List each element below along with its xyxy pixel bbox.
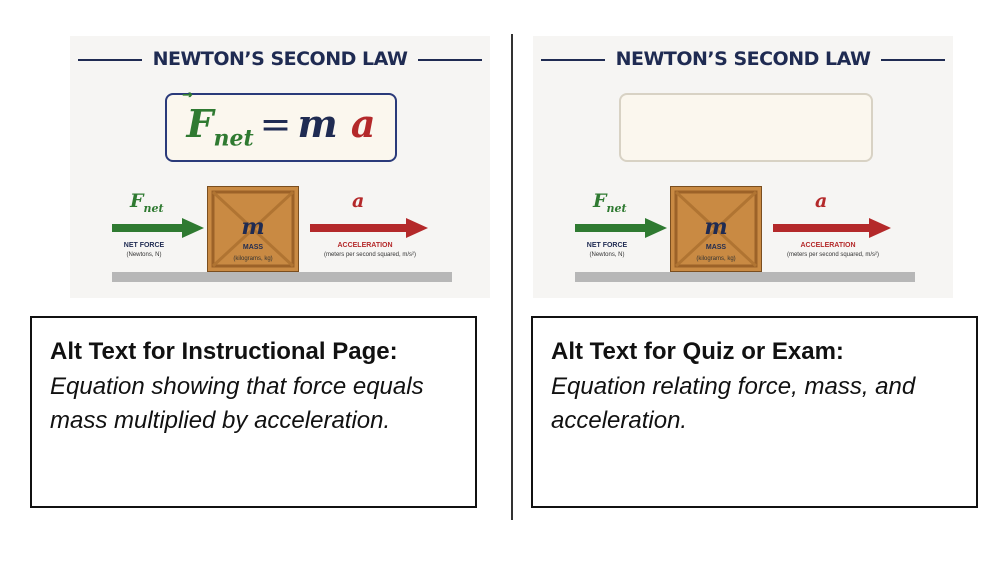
equation-mass: m bbox=[297, 101, 338, 146]
ground bbox=[575, 272, 915, 282]
alt-text-body: Equation relating force, mass, and accel… bbox=[551, 373, 916, 434]
alt-text-box-quiz: Alt Text for Quiz or Exam: Equation rela… bbox=[531, 316, 978, 508]
mass-units: (kilograms, kg) bbox=[233, 256, 273, 262]
illustration-title: NEWTON’S SECOND LAW bbox=[152, 48, 408, 70]
acceleration-units: (meters per second squared, m/s²) bbox=[323, 252, 417, 258]
alt-text-heading: Alt Text for Instructional Page: bbox=[50, 338, 398, 365]
mass-symbol: m bbox=[704, 214, 728, 240]
diagram-acceleration-symbol: a bbox=[815, 190, 828, 212]
title-rule-left bbox=[78, 59, 142, 61]
diagram-acceleration-symbol: a bbox=[352, 190, 365, 212]
alt-text-heading: Alt Text for Quiz or Exam: bbox=[551, 338, 844, 365]
acceleration-units: (meters per second squared, m/s²) bbox=[786, 252, 880, 258]
force-arrow-icon bbox=[575, 218, 667, 238]
title-rule-left bbox=[541, 59, 605, 61]
right-illustration: NEWTON’S SECOND LAW Fnet NET FORCE (Newt… bbox=[533, 36, 953, 298]
diagram-force-subscript: net bbox=[606, 201, 627, 215]
title-row: NEWTON’S SECOND LAW bbox=[533, 42, 953, 72]
equation-force-symbol: F bbox=[186, 101, 214, 146]
crate: m MASS (kilograms, kg) bbox=[669, 185, 763, 273]
force-diagram: Fnet NET FORCE (Newtons, N) m MASS (kilo… bbox=[533, 184, 953, 294]
equation-acceleration: a bbox=[351, 101, 376, 146]
net-force-label: NET FORCE bbox=[586, 242, 628, 249]
acceleration-arrow-icon bbox=[773, 218, 891, 238]
crate-icon bbox=[669, 185, 763, 273]
acceleration-arrow-icon bbox=[310, 218, 428, 238]
title-rule-right bbox=[881, 59, 945, 61]
equation-acceleration-symbol: a bbox=[350, 101, 376, 146]
mass-units: (kilograms, kg) bbox=[696, 256, 736, 262]
mass-symbol: m bbox=[241, 214, 265, 240]
diagram-force-letter: F bbox=[593, 190, 607, 212]
force-diagram: Fnet NET FORCE (Newtons, N) m MASS (kilo… bbox=[70, 184, 490, 294]
diagram-force-letter: F bbox=[130, 190, 144, 212]
mass-label: MASS bbox=[705, 244, 727, 251]
blank-equation-box bbox=[619, 93, 873, 162]
acceleration-label: ACCELERATION bbox=[337, 242, 393, 249]
equation-force: ⃗Fnet bbox=[186, 101, 253, 152]
acceleration-label: ACCELERATION bbox=[800, 242, 856, 249]
crate: m MASS (kilograms, kg) bbox=[206, 185, 300, 273]
ground bbox=[112, 272, 452, 282]
equation-force-subscript: net bbox=[213, 125, 254, 152]
title-row: NEWTON’S SECOND LAW bbox=[70, 42, 490, 72]
equation-box: ⃗Fnet=m a bbox=[165, 93, 397, 162]
force-arrow-icon bbox=[112, 218, 204, 238]
title-rule-right bbox=[418, 59, 482, 61]
alt-text-box-instructional: Alt Text for Instructional Page: Equatio… bbox=[30, 316, 477, 508]
equation: ⃗Fnet=m a bbox=[167, 101, 395, 152]
illustration-title: NEWTON’S SECOND LAW bbox=[615, 48, 871, 70]
diagram-force-symbol: Fnet bbox=[593, 190, 627, 215]
diagram-force-symbol: Fnet bbox=[130, 190, 164, 215]
net-force-units: (Newtons, N) bbox=[126, 252, 162, 258]
diagram-force-subscript: net bbox=[143, 201, 164, 215]
left-illustration: NEWTON’S SECOND LAW ⃗Fnet=m a Fnet NET F… bbox=[70, 36, 490, 298]
center-divider bbox=[511, 34, 513, 520]
alt-text-body: Equation showing that force equals mass … bbox=[50, 373, 424, 434]
net-force-label: NET FORCE bbox=[123, 242, 165, 249]
mass-label: MASS bbox=[242, 244, 264, 251]
equation-equals: = bbox=[259, 102, 292, 146]
net-force-units: (Newtons, N) bbox=[589, 252, 625, 258]
